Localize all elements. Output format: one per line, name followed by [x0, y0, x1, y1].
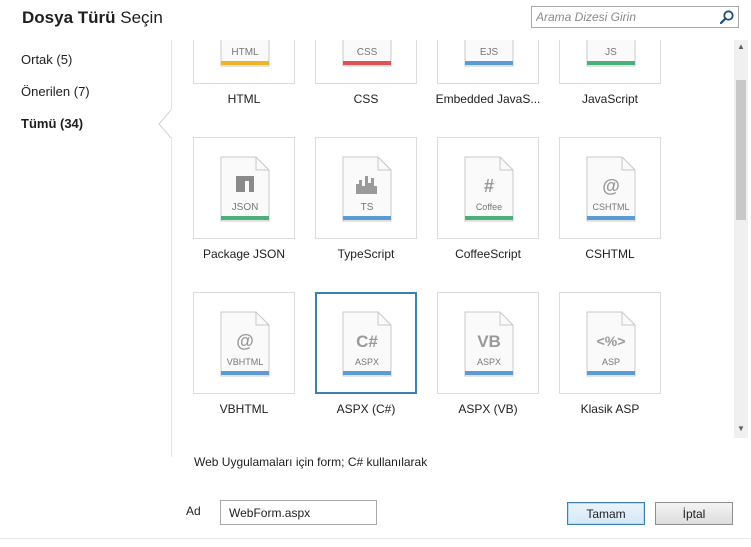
tile-aspx-cs-glyph: C#: [356, 332, 378, 351]
tile-package-json[interactable]: JSON: [193, 137, 295, 239]
tile-cshtml-icon-text: CSHTML: [592, 202, 629, 212]
javascript-file-icon: JS: [586, 40, 636, 67]
tile-coffeescript-label: CoffeeScript: [455, 247, 521, 261]
cshtml-file-icon: @ CSHTML: [586, 156, 636, 222]
dialog-title-rest: Seçin: [120, 8, 163, 27]
tile-aspx-vb-icon-text: ASPX: [477, 357, 501, 367]
tile-ejs[interactable]: EJS: [437, 40, 539, 84]
tile-typescript-label: TypeScript: [337, 247, 395, 261]
tile-classic-asp-label: Klasik ASP: [580, 402, 640, 416]
sidebar-item-recommended[interactable]: Önerilen (7): [21, 84, 90, 99]
category-sidebar: Ortak (5) Önerilen (7) Tümü (34): [0, 40, 172, 460]
tile-coffee-icon-text: Coffee: [476, 202, 502, 212]
search-input[interactable]: [536, 9, 714, 25]
search-box[interactable]: [531, 6, 739, 28]
search-icon[interactable]: [719, 9, 735, 25]
tile-css[interactable]: CSS: [315, 40, 417, 84]
tile-css-label: CSS: [353, 92, 379, 106]
tile-asp-glyph: <%>: [597, 333, 626, 349]
ejs-file-icon: EJS: [464, 40, 514, 67]
vbhtml-file-icon: @ VBHTML: [220, 311, 270, 377]
tile-vbhtml-label: VBHTML: [219, 402, 269, 416]
sidebar-divider: [171, 40, 172, 110]
tile-coffeescript[interactable]: # Coffee: [437, 137, 539, 239]
selection-notch: [158, 110, 172, 138]
name-field-label: Ad: [186, 504, 201, 518]
tile-html[interactable]: HTML: [193, 40, 295, 84]
tile-aspx-vb-glyph: VB: [477, 332, 501, 351]
html-file-icon: HTML: [220, 40, 270, 67]
typescript-file-icon: TS: [342, 156, 392, 222]
tile-vbhtml-glyph: @: [236, 331, 254, 351]
scroll-up-arrow-icon[interactable]: ▲: [737, 42, 745, 51]
asp-file-icon: <%> ASP: [586, 311, 636, 377]
vertical-scrollbar[interactable]: ▲ ▼: [734, 40, 748, 438]
tile-aspx-cs-label: ASPX (C#): [336, 402, 396, 416]
aspx-cs-file-icon: C# ASPX: [342, 311, 392, 377]
tile-package-json-label: Package JSON: [202, 247, 286, 261]
ok-button[interactable]: Tamam: [567, 502, 645, 525]
tile-coffee-glyph: #: [484, 176, 494, 196]
tile-javascript[interactable]: JS: [559, 40, 661, 84]
file-type-grid: HTML HTML CSS CSS EJS Embedded JavaS... …: [172, 40, 732, 438]
tile-vbhtml[interactable]: @ VBHTML: [193, 292, 295, 394]
tile-ejs-icon-text: EJS: [480, 47, 499, 58]
tile-aspx-vb[interactable]: VB ASPX: [437, 292, 539, 394]
css-file-icon: CSS: [342, 40, 392, 67]
tile-classic-asp[interactable]: <%> ASP: [559, 292, 661, 394]
tile-javascript-icon-text: JS: [605, 47, 617, 58]
bottom-divider: [0, 538, 751, 539]
tile-aspx-cs[interactable]: C# ASPX: [315, 292, 417, 394]
aspx-vb-file-icon: VB ASPX: [464, 311, 514, 377]
tile-aspx-vb-label: ASPX (VB): [458, 402, 518, 416]
json-file-icon: JSON: [220, 156, 270, 222]
tile-cshtml[interactable]: @ CSHTML: [559, 137, 661, 239]
sidebar-divider-lower: [171, 137, 172, 457]
tile-ts-icon-text: TS: [361, 202, 374, 213]
sidebar-item-common[interactable]: Ortak (5): [21, 52, 73, 67]
cancel-button[interactable]: İptal: [655, 502, 733, 525]
tile-html-icon-text: HTML: [231, 47, 259, 58]
tile-css-icon-text: CSS: [357, 47, 378, 58]
dialog-title: Dosya Türü Seçin: [22, 8, 163, 28]
tile-aspx-cs-icon-text: ASPX: [355, 357, 379, 367]
tile-typescript[interactable]: TS: [315, 137, 417, 239]
scroll-thumb[interactable]: [736, 80, 746, 220]
tile-html-label: HTML: [227, 92, 261, 106]
tile-vbhtml-icon-text: VBHTML: [227, 357, 264, 367]
sidebar-item-all[interactable]: Tümü (34): [21, 116, 84, 131]
tile-asp-icon-text: ASP: [602, 357, 620, 367]
file-type-description: Web Uygulamaları için form; C# kullanıla…: [194, 455, 428, 469]
tile-cshtml-glyph: @: [602, 176, 620, 196]
tile-ejs-label: Embedded JavaS...: [435, 92, 541, 106]
tile-javascript-label: JavaScript: [581, 92, 639, 106]
dialog-title-bold: Dosya Türü: [22, 8, 116, 27]
tile-cshtml-label: CSHTML: [585, 247, 635, 261]
tile-json-icon-text: JSON: [232, 202, 259, 213]
name-field[interactable]: [220, 500, 377, 525]
scroll-down-arrow-icon[interactable]: ▼: [737, 424, 745, 433]
coffee-file-icon: # Coffee: [464, 156, 514, 222]
